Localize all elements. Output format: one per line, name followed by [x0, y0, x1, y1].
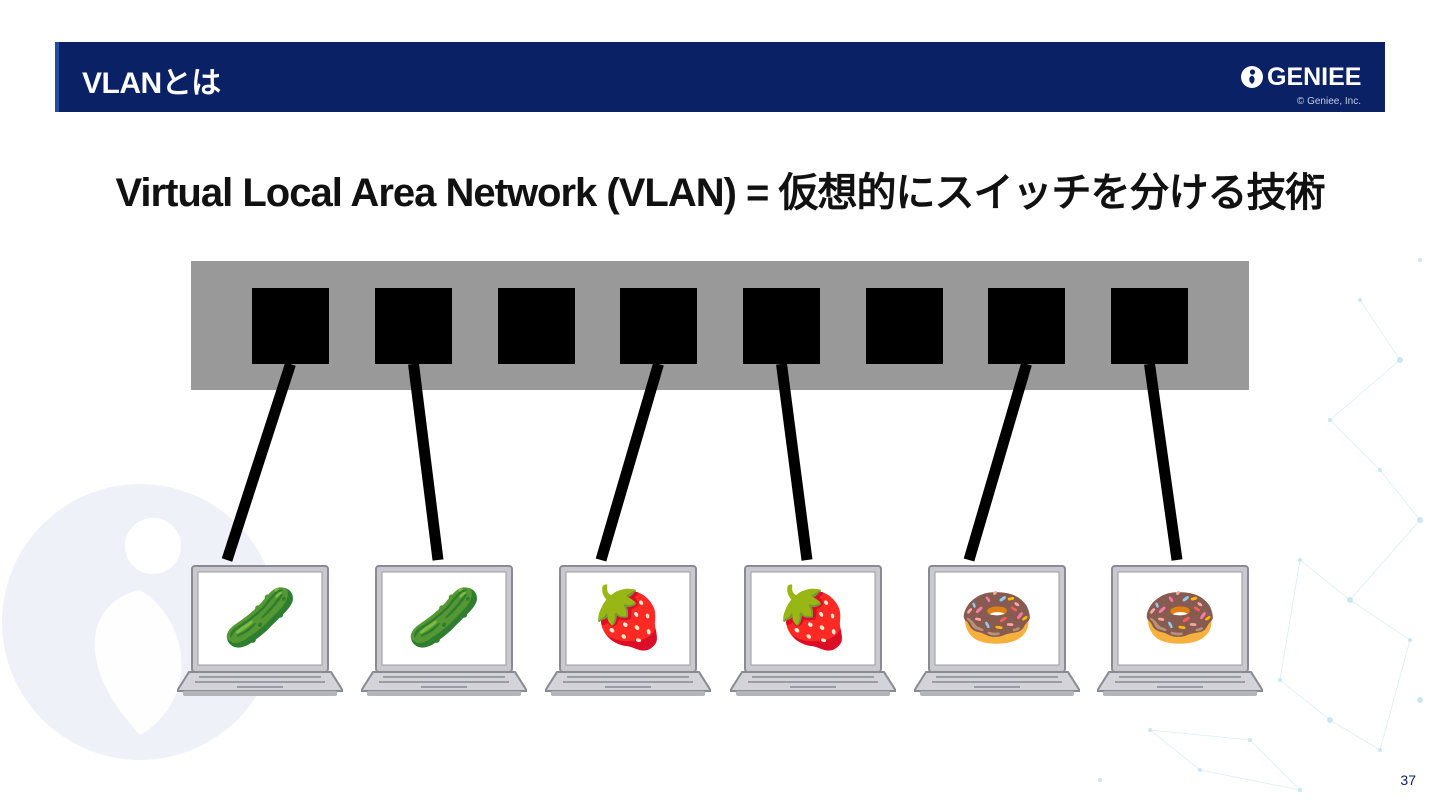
laptop-3: 🍓	[543, 563, 713, 698]
cable-4	[776, 363, 813, 561]
donut-icon: 🍩	[1142, 583, 1218, 653]
laptop-6: 🍩	[1095, 563, 1265, 698]
laptop-icon	[175, 565, 345, 696]
page-number: 37	[1400, 772, 1416, 788]
laptop-icon	[728, 565, 898, 696]
cucumber-icon: 🥒	[406, 583, 482, 653]
cucumber-icon: 🥒	[222, 583, 298, 653]
switch-port-6	[866, 288, 943, 364]
donut-icon: 🍩	[959, 583, 1035, 653]
slide-title: VLANとは	[82, 67, 221, 100]
header-bar	[55, 42, 1385, 112]
switch-port-3	[498, 288, 575, 364]
cable-1	[221, 362, 296, 562]
switch-port-4	[620, 288, 697, 364]
cable-5	[963, 362, 1032, 562]
cable-6	[1144, 363, 1183, 561]
switch-port-8	[1111, 288, 1188, 364]
logo-text: GENIEE	[1267, 62, 1362, 91]
switch-port-5	[743, 288, 820, 364]
switch-port-7	[988, 288, 1065, 364]
laptop-icon	[912, 565, 1082, 696]
cable-2	[408, 363, 444, 561]
company-logo: GENIEE	[1240, 63, 1361, 91]
slide-subtitle: Virtual Local Area Network (VLAN) = 仮想的に…	[115, 171, 1325, 215]
laptop-icon	[543, 565, 713, 696]
laptop-icon	[1095, 565, 1265, 696]
laptop-4: 🍓	[728, 563, 898, 698]
header-accent	[55, 42, 59, 112]
copyright-text: © Geniee, Inc.	[1296, 96, 1361, 107]
strawberry-icon: 🍓	[775, 583, 851, 653]
switch-port-1	[252, 288, 329, 364]
strawberry-icon: 🍓	[590, 583, 666, 653]
cable-3	[595, 362, 664, 562]
switch-port-2	[375, 288, 452, 364]
laptop-icon	[359, 565, 529, 696]
logo-mark-icon	[1241, 66, 1263, 88]
network-switch	[191, 261, 1249, 390]
laptop-2: 🥒	[359, 563, 529, 698]
laptop-5: 🍩	[912, 563, 1082, 698]
laptop-1: 🥒	[175, 563, 345, 698]
